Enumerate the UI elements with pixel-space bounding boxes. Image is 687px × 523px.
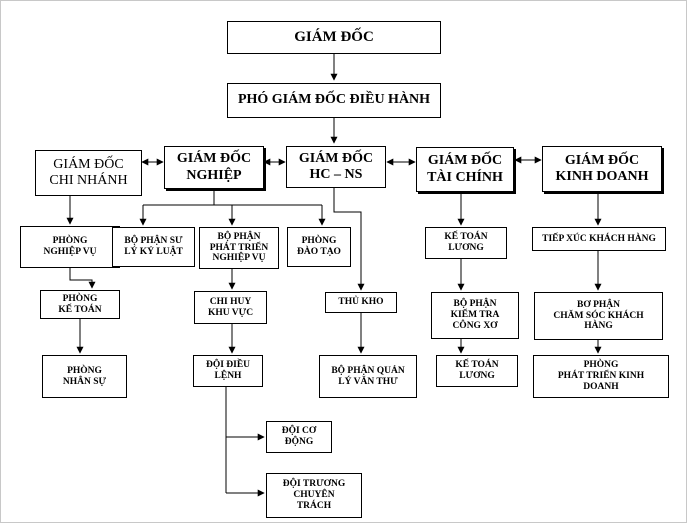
node-ke-toan-luong-1: KẾ TOÁN LƯƠNG — [425, 227, 507, 259]
node-bo-phan-su-ly: BỘ PHẬN SƯ LÝ KỶ LUẬT — [112, 227, 195, 267]
node-phong-ke-toan: PHÒNG KẾ TOÁN — [40, 290, 120, 319]
arrow-hcns-thukho — [333, 188, 365, 291]
node-gd-nghiep: GIÁM ĐỐC NGHIỆP — [164, 146, 264, 189]
node-doi-dieu-lenh: ĐỘI ĐIỀU LỆNH — [193, 355, 263, 387]
node-pho-giam-doc: PHÓ GIÁM ĐỐC ĐIỀU HÀNH — [227, 83, 441, 118]
node-phong-nghiep-vu: PHÒNG NGHIỆP VỤ — [20, 226, 120, 268]
node-gd-tai-chinh: GIÁM ĐỐC TÀI CHÍNH — [416, 147, 514, 192]
node-tiep-xuc: TIẾP XÚC KHÁCH HÀNG — [532, 227, 666, 251]
node-ke-toan-luong-2: KẾ TOÁN LƯƠNG — [436, 355, 518, 387]
node-bo-phan-quan-ly: BỘ PHẬN QUẢN LÝ VĂN THƯ — [319, 355, 417, 398]
node-phong-nhan-su: PHÒNG NHÂN SỰ — [42, 355, 127, 398]
node-gd-kinh-doanh: GIÁM ĐỐC KINH DOANH — [542, 146, 662, 192]
node-phong-dao-tao: PHÒNG ĐÀO TẠO — [287, 227, 351, 267]
node-bo-phan-kiem-tra: BỘ PHẬN KIỂM TRA CÔNG XƠ — [431, 292, 519, 339]
arrow-nghiepvu-ketoan — [69, 268, 96, 289]
node-doi-co-dong: ĐỘI CƠ ĐỘNG — [266, 421, 332, 453]
node-phong-phat-trien-kd: PHÒNG PHÁT TRIỂN KINH DOANH — [533, 355, 669, 398]
node-gd-hc-ns: GIÁM ĐỐC HC – NS — [286, 146, 386, 188]
node-thu-kho: THỦ KHO — [325, 292, 397, 313]
node-doi-truong: ĐỘI TRƯƠNG CHUYÊN TRÁCH — [266, 473, 362, 518]
node-bo-phan-cham-soc: BƠ PHẬN CHĂM SÓC KHÁCH HÀNG — [534, 292, 663, 340]
node-chi-huy: CHI HUY KHU VỰC — [194, 291, 267, 324]
node-bo-phan-phat-trien: BỘ PHẬN PHÁT TRIỂN NGHIỆP VỤ — [199, 227, 279, 269]
node-gd-chi-nhanh: GIÁM ĐỐC CHI NHÁNH — [35, 150, 142, 196]
node-giam-doc: GIÁM ĐỐC — [227, 21, 441, 54]
